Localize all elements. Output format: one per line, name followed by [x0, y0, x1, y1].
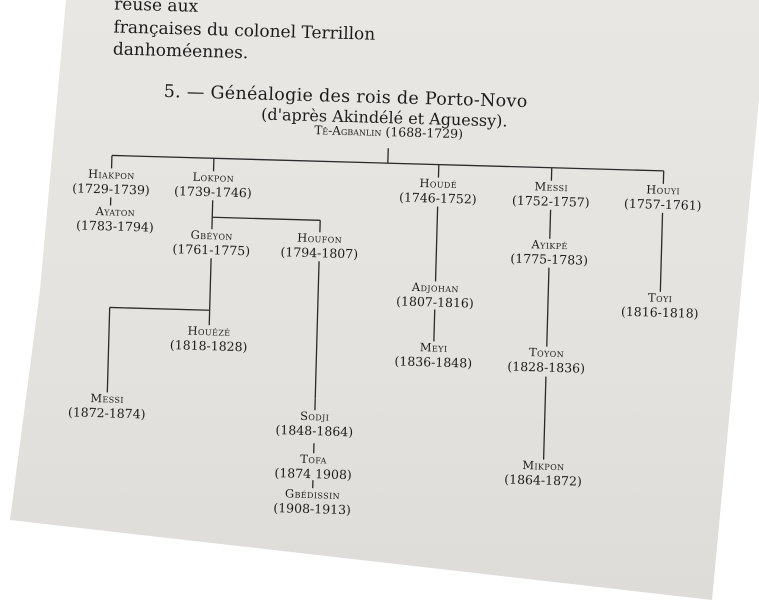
node-dates: (1794-1807) — [280, 246, 358, 261]
node-ayikpe: Ayikpé (1775-1783) — [510, 239, 588, 267]
connector-line — [544, 377, 546, 460]
connector-line — [110, 307, 210, 310]
node-messi-1: Messi (1752-1757) — [512, 181, 590, 209]
node-dates: (1828-1836) — [507, 360, 585, 375]
node-dates: (1816-1818) — [621, 305, 699, 320]
node-dates: (1872-1874) — [68, 406, 146, 421]
connector-line — [660, 213, 662, 292]
node-dates: (1864-1872) — [504, 473, 582, 488]
connector-line — [547, 268, 549, 347]
node-dates: (1848-1864) — [275, 424, 353, 439]
node-dates: (1818-1828) — [170, 339, 248, 354]
node-dates: (1836-1848) — [394, 355, 472, 370]
node-dates: (1746-1752) — [399, 191, 477, 206]
connector-line — [212, 217, 320, 220]
node-dates: (1908-1913) — [273, 502, 351, 517]
connector-line — [315, 261, 319, 398]
node-dates: (1775-1783) — [510, 252, 588, 267]
connector-line — [107, 307, 109, 392]
connector-line — [550, 210, 551, 239]
node-gbeyon: Gbéyon (1761-1775) — [172, 229, 250, 257]
node-houfon: Houfon (1794-1807) — [280, 232, 358, 260]
node-dates: (1807-1816) — [396, 295, 474, 310]
node-toyi: Toyi (1816-1818) — [621, 292, 699, 320]
node-dates: (1688-1729) — [385, 124, 463, 141]
connector-line — [436, 207, 438, 282]
connector-line — [210, 258, 211, 310]
connector-line — [434, 310, 435, 342]
node-dates: (1874 1908) — [274, 467, 352, 482]
node-hiakpon: Hiakpon (1729-1739) — [72, 168, 150, 196]
node-name: Tê-Agbanlin — [314, 123, 381, 139]
node-gbedissin: Gbédissin (1908-1913) — [273, 488, 351, 516]
node-dates: (1757-1761) — [624, 197, 702, 212]
node-houeze: Houézé (1818-1828) — [170, 325, 248, 353]
node-dates: (1783-1794) — [76, 219, 154, 234]
node-houde: Houdé (1746-1752) — [399, 178, 477, 206]
node-tofa: Tofa (1874 1908) — [274, 453, 352, 481]
node-dates: (1739-1746) — [174, 185, 252, 200]
node-dates: (1729-1739) — [72, 182, 150, 197]
node-toyon: Toyon (1828-1836) — [507, 347, 585, 375]
node-mikpon: Mikpon (1864-1872) — [504, 460, 582, 488]
node-meyi: Meyi (1836-1848) — [394, 341, 472, 369]
node-houyi: Houyi (1757-1761) — [624, 184, 702, 212]
node-dates: (1761-1775) — [172, 243, 250, 258]
node-ayaton: Ayaton (1783-1794) — [76, 205, 154, 233]
node-messi-2: Messi (1872-1874) — [68, 392, 146, 420]
node-lokpon: Lokpon (1739-1746) — [174, 171, 252, 199]
node-adjohan: Adjohan (1807-1816) — [396, 281, 474, 309]
node-sodji: Sodji (1848-1864) — [275, 410, 353, 438]
node-dates: (1752-1757) — [512, 194, 590, 209]
